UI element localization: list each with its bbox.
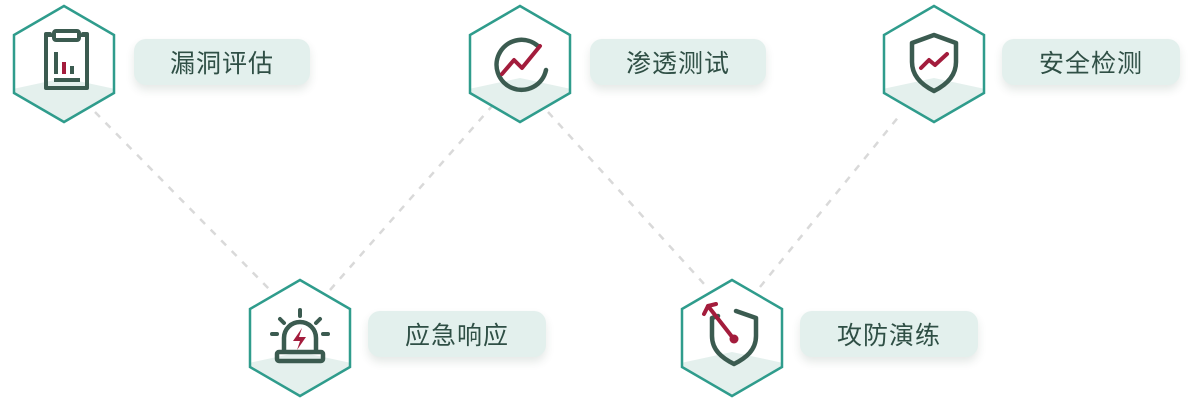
hexagon-badge xyxy=(680,278,784,398)
node-label: 渗透测试 xyxy=(590,39,766,85)
node-attack-defense-drill[interactable]: 攻防演练 xyxy=(678,276,988,400)
trend-circle-icon xyxy=(494,37,549,93)
hexagon-badge xyxy=(468,4,572,124)
node-label: 攻防演练 xyxy=(800,311,978,357)
connector-vuln-response xyxy=(94,111,271,291)
clipboard-chart-icon xyxy=(44,29,89,90)
shield-pulse-icon xyxy=(909,32,959,94)
node-emergency-response[interactable]: 应急响应 xyxy=(246,276,556,400)
hexagon-badge xyxy=(248,278,352,398)
node-label: 安全检测 xyxy=(1002,39,1180,85)
connector-pentest-drill xyxy=(547,111,706,286)
connector-drill-detect xyxy=(759,114,901,288)
alarm-siren-icon xyxy=(270,308,330,364)
node-penetration-testing[interactable]: 渗透测试 xyxy=(466,2,776,126)
connector-response-pentest xyxy=(329,104,494,291)
hexagon-badge xyxy=(12,4,116,124)
node-label: 应急响应 xyxy=(368,311,546,357)
shield-dart-icon xyxy=(702,302,759,367)
node-security-detection[interactable]: 安全检测 xyxy=(880,2,1190,126)
node-vuln-assessment[interactable]: 漏洞评估 xyxy=(10,2,320,126)
hexagon-badge xyxy=(882,4,986,124)
node-label: 漏洞评估 xyxy=(134,39,310,85)
